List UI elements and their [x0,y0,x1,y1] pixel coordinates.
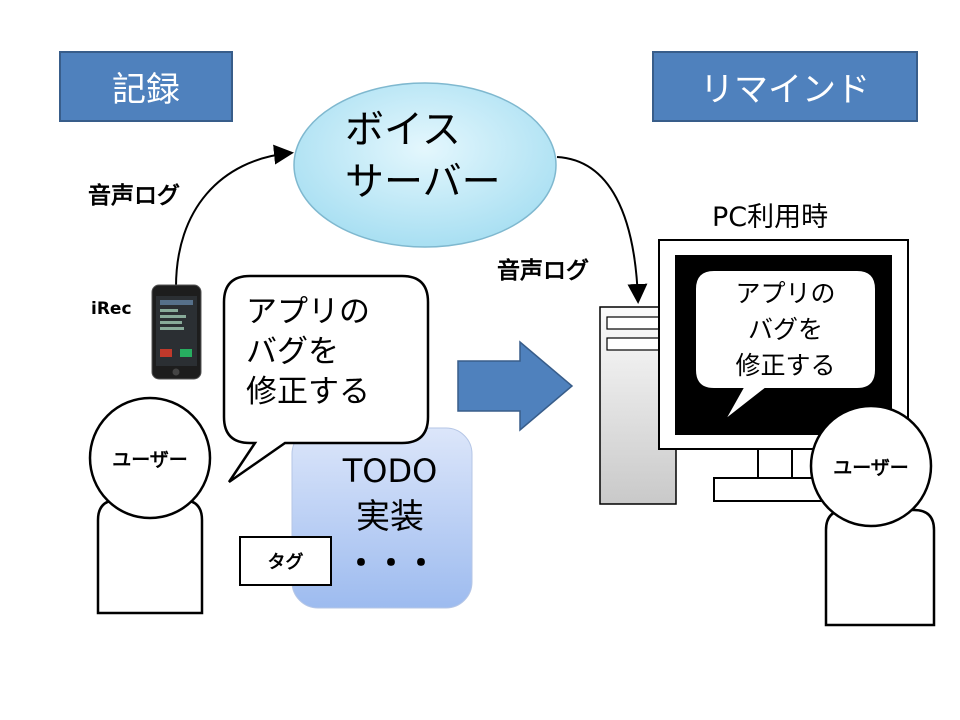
todo-line3: ・・・ [344,544,437,582]
screen-line3: 修正する [735,351,836,380]
user-figure-left [88,396,212,615]
voice-server-line1: ボイス [345,108,461,153]
screen-line2: バグを [747,315,823,344]
todo-line2: 実装 [356,497,424,537]
todo-line1: TODO [342,452,438,490]
screen-speech-bubble [694,269,877,422]
download-arrow [556,156,648,304]
speech-bubble-left [222,274,430,484]
voice-server-label: ボイス サーバー [345,105,501,209]
speech-bubble-text: アプリの バグを 修正する [246,292,370,412]
flow-arrow [457,340,574,432]
smartphone-icon [151,284,202,380]
todo-text: TODO 実装 ・・・ [332,448,448,586]
voice-server-line2: サーバー [345,160,501,205]
screen-bubble-text: アプリの バグを 修正する [695,276,876,384]
user-label-left: ユーザー [112,448,188,471]
voice-server-ellipse [293,82,557,248]
user-figure-right [809,404,936,627]
irec-label: iRec [91,299,132,319]
voice-log-label-left: 音声ログ [88,183,180,209]
speech-line2: バグを [246,334,339,370]
record-header: 記録 [59,51,233,122]
user-label-right: ユーザー [833,456,909,479]
screen-line1: アプリの [735,279,836,308]
voice-log-label-right: 音声ログ [497,258,589,284]
speech-line3: 修正する [246,374,370,410]
pc-usage-label: PC利用時 [712,202,829,233]
remind-header: リマインド [652,51,918,122]
upload-arrow [175,144,294,288]
tag-label: タグ [267,552,304,573]
speech-line1: アプリの [246,294,370,330]
tag-box [239,536,332,586]
